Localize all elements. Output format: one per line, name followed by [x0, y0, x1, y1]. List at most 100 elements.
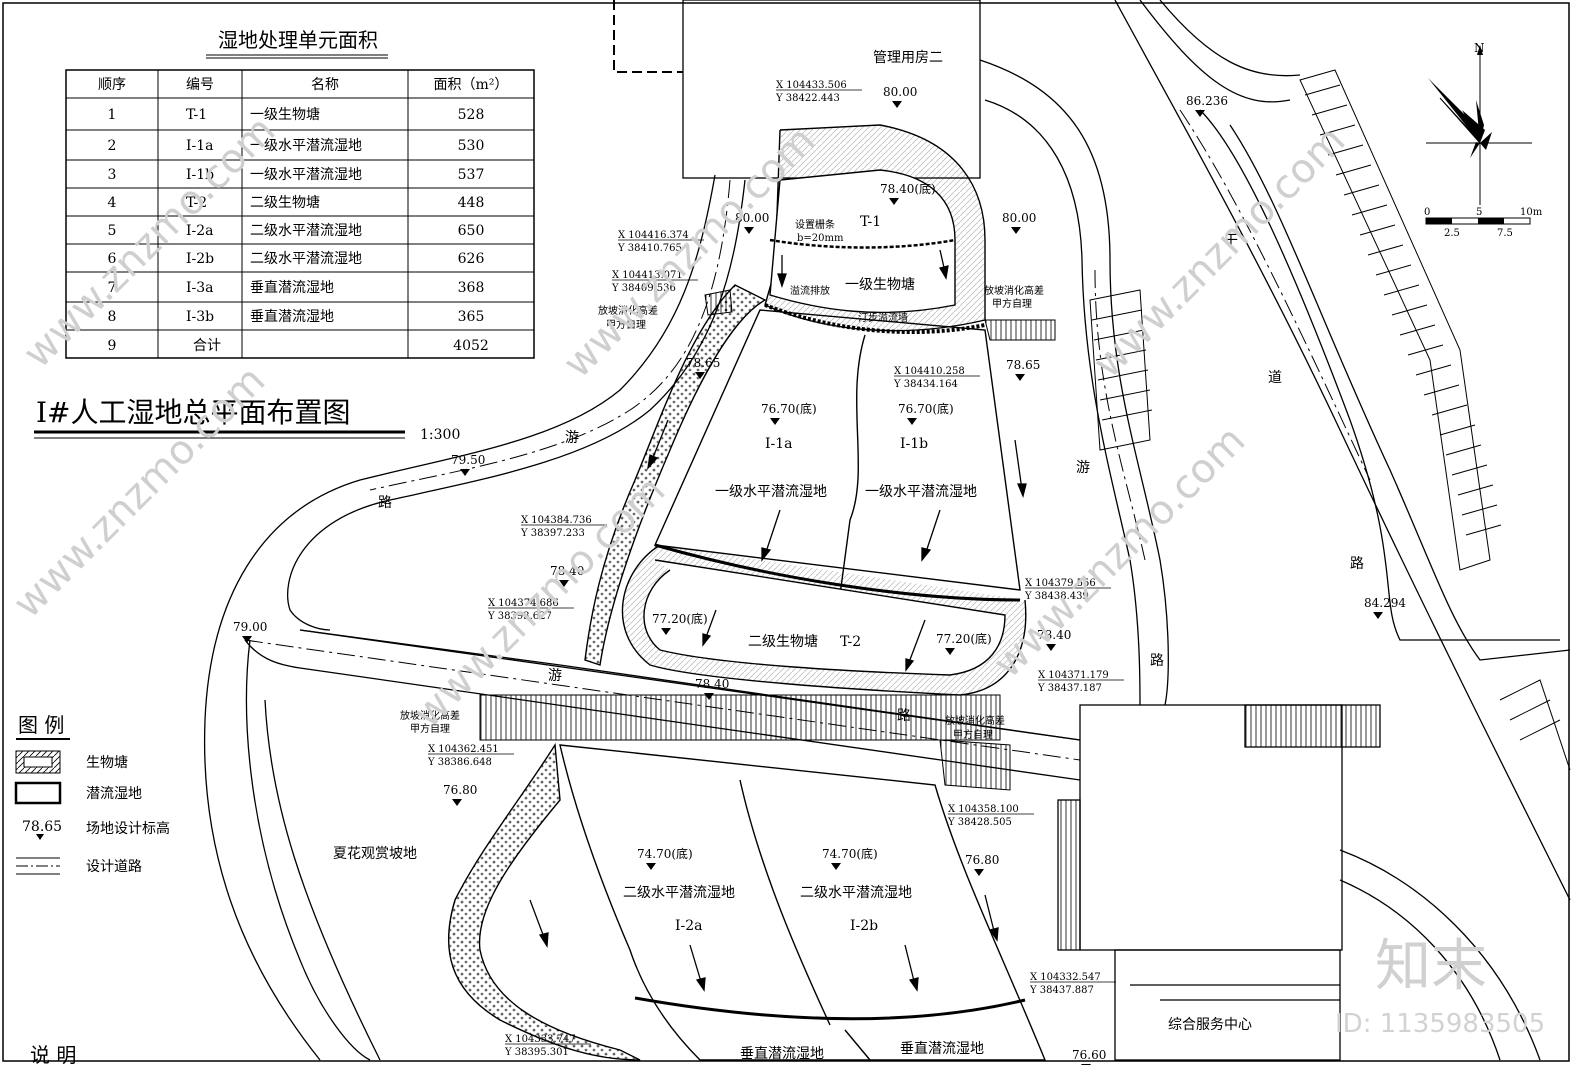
table-cell-2-0: 3	[108, 167, 117, 183]
table-cell-6-2: 垂直潜流湿地	[250, 279, 334, 296]
legend-wetland-swatch	[14, 781, 62, 805]
label-road-you-1: 游	[565, 430, 579, 446]
table-cell-2-2: 一级水平潜流湿地	[250, 167, 362, 183]
elevation-mark-1	[889, 198, 899, 205]
label-i2b: Ⅰ-2b	[850, 918, 878, 934]
elevation-mark-0	[892, 101, 902, 108]
elevation-mark-16	[646, 863, 656, 870]
elevation-mark-17	[831, 863, 841, 870]
table-cell-1-1: Ⅰ-1a	[186, 138, 214, 154]
label-slope-left: 放坡消化高差	[598, 304, 658, 317]
table-cell-0-1: T-1	[186, 107, 207, 123]
label-slope-right2: 甲方自理	[992, 297, 1032, 310]
table-cell-7-3: 365	[458, 309, 485, 325]
elevation-10: 77.20(底)	[936, 631, 992, 646]
table-cell-6-1: Ⅰ-3a	[186, 280, 214, 296]
label-w2a: 二级水平潜流湿地	[623, 885, 735, 901]
label-i2a: Ⅰ-2a	[675, 918, 703, 934]
table-cell-6-0: 7	[108, 280, 117, 296]
label-service-center: 综合服务中心	[1168, 1017, 1252, 1033]
table-cell-8-0: 9	[108, 338, 117, 354]
label-w3a: 垂直潜流湿地	[740, 1045, 824, 1062]
coord-x-9: X 104358.100	[948, 804, 1019, 815]
table-cell-7-2: 垂直潜流湿地	[250, 308, 334, 325]
table-header-3: 面积（m²）	[434, 77, 509, 93]
scale-tick-10: 10m	[1520, 207, 1543, 218]
legend-title: 图 例	[18, 713, 64, 737]
table-cell-3-0: 4	[108, 195, 117, 211]
north-arrow: N	[1426, 41, 1532, 205]
elevation-13: 79.50	[451, 453, 485, 467]
table-cell-5-0: 6	[108, 251, 117, 267]
elevation-5: 78.65	[1006, 358, 1040, 372]
watermark-id: ID: 1135983505	[1335, 1009, 1545, 1039]
watermark-site-4: www.znzmo.com	[1085, 117, 1355, 387]
coord-y-0: Y 38422.443	[775, 93, 840, 104]
table-cell-3-2: 二级生物塘	[250, 195, 320, 211]
label-slope-mid-l: 放坡消化高差	[400, 709, 460, 722]
label-i1b: Ⅰ-1b	[900, 436, 928, 452]
elevation-21: 84.294	[1364, 596, 1406, 610]
elevation-mark-2	[744, 227, 754, 234]
coord-y-6: Y 38393.627	[487, 611, 552, 622]
label-road-lu-4: 路	[1350, 556, 1364, 572]
coord-y-8: Y 38386.648	[427, 757, 492, 768]
label-i1a: Ⅰ-1a	[765, 436, 793, 452]
elevation-mark-12	[704, 693, 714, 700]
legend-elevation-label: 场地设计标高	[86, 820, 170, 837]
label-slope-mid-r2: 甲方自理	[953, 728, 993, 741]
label-t1-code: T-1	[860, 214, 881, 230]
elevation-mark-10	[945, 648, 955, 655]
elevation-20: 86.236	[1186, 94, 1228, 108]
table-cell-5-3: 626	[458, 251, 485, 267]
elevation-mark-15	[452, 799, 462, 806]
coord-y-2: Y 38409.536	[611, 283, 676, 294]
coord-x-11: X 104333.747	[505, 1034, 576, 1045]
table-cell-8-3: 4052	[453, 338, 489, 354]
coord-y-10: Y 38437.887	[1029, 985, 1094, 996]
label-slope-right: 放坡消化高差	[984, 284, 1044, 297]
note-heading: 说 明	[30, 1043, 76, 1065]
elevation-mark-4	[695, 372, 705, 379]
coord-y-1: Y 38410.765	[617, 243, 682, 254]
table-cell-4-2: 二级水平潜流湿地	[250, 223, 362, 239]
drawing-title: I#人工湿地总平面布置图	[36, 396, 351, 429]
table-cell-3-1: T-2	[186, 195, 207, 211]
elevation-7: 76.70(底)	[898, 401, 954, 416]
coord-y-3: Y 38434.164	[893, 379, 958, 390]
elevation-12: 78.40	[695, 677, 729, 691]
table-header-2: 名称	[311, 77, 339, 93]
coord-x-7: X 104371.179	[1038, 670, 1109, 681]
elevation-9: 77.20(底)	[652, 611, 708, 626]
label-grate-b: b=20mm	[797, 233, 844, 244]
table-cell-0-2: 一级生物塘	[250, 107, 320, 123]
table-cell-6-3: 368	[458, 280, 485, 296]
label-t1-name: 一级生物塘	[845, 277, 915, 293]
table-cell-1-2: 一级水平潜流湿地	[250, 138, 362, 154]
coord-x-10: X 104332.547	[1030, 972, 1101, 983]
watermark-brand: 知末	[1375, 934, 1487, 999]
elevation-mark-13	[460, 469, 470, 476]
label-w2b: 二级水平潜流湿地	[800, 885, 912, 901]
elevation-3: 80.00	[1002, 211, 1036, 225]
coord-x-3: X 104410.258	[894, 366, 965, 377]
label-slope-mid-r: 放坡消化高差	[945, 714, 1005, 727]
table-cell-2-1: Ⅰ-1b	[186, 167, 214, 183]
table-cell-5-1: Ⅰ-2b	[186, 251, 214, 267]
label-road-you-3: 游	[1076, 460, 1090, 476]
label-grate: 设置栅条	[795, 218, 835, 231]
drawing-title-block: I#人工湿地总平面布置图 1:300 说 明	[30, 396, 460, 1065]
scale-bar: 0 5 10m 2.5 7.5	[1424, 207, 1543, 239]
table-cell-0-0: 1	[108, 107, 117, 123]
label-road-lu-1: 路	[378, 495, 392, 511]
flow-arrows	[529, 249, 1027, 992]
elevation-mark-9	[661, 628, 671, 635]
scale-tick-5: 5	[1476, 207, 1482, 218]
coord-y-4: Y 38397.233	[520, 528, 585, 539]
elevation-15: 76.80	[443, 783, 477, 797]
road-network	[203, 0, 1571, 1061]
